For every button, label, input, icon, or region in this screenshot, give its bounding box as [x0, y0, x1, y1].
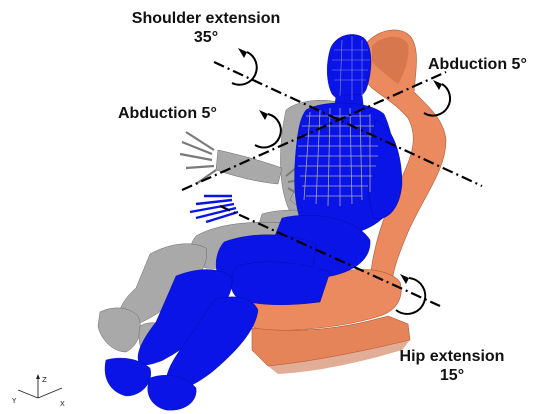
coordinate-axes [18, 374, 62, 398]
shoulder-rotation-arrow [232, 48, 257, 85]
blue-left-hand [190, 196, 238, 222]
shoulder-extension-label: Shoulder extension 35° [108, 9, 304, 47]
z-axis-label: Z [42, 376, 47, 384]
shoulder-extension-title: Shoulder extension [108, 9, 304, 28]
shoulder-extension-value: 35° [108, 28, 304, 47]
grey-foot-left [98, 308, 140, 352]
blue-head [327, 34, 371, 101]
x-axis-label: X [60, 400, 65, 408]
hip-extension-title: Hip extension [382, 347, 522, 366]
x-axis-line [38, 388, 62, 398]
abduction-left-rotation-arrow [255, 110, 281, 147]
z-axis-arrowhead [36, 374, 40, 379]
blue-foot-left [105, 358, 151, 396]
abduction-left-label: Abduction 5° [118, 104, 217, 123]
hip-extension-value: 15° [382, 366, 522, 385]
abduction-right-label: Abduction 5° [428, 55, 527, 74]
hip-extension-label: Hip extension 15° [382, 347, 522, 385]
y-axis-line [18, 390, 38, 398]
y-axis-label: Y [11, 397, 17, 405]
grey-left-arm [216, 150, 282, 184]
